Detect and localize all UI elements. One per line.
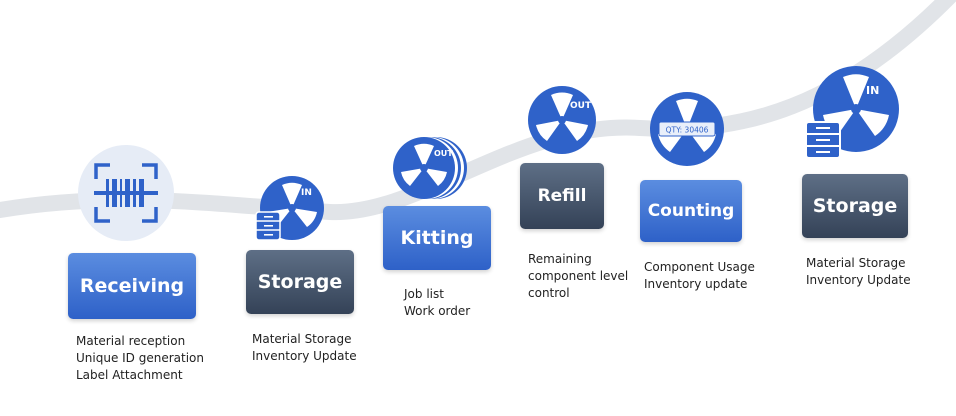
description-line: Material reception xyxy=(76,334,186,348)
step-label: Refill xyxy=(537,186,587,206)
description-line: Job list xyxy=(404,287,444,301)
description-line: Work order xyxy=(404,304,471,318)
description-line: Inventory Update xyxy=(806,273,911,287)
description-line: Unique ID generation xyxy=(76,351,204,365)
step-box-storage-2: Storage xyxy=(802,174,908,238)
step-description-receiving: Material reception Unique ID generation … xyxy=(76,333,204,384)
description-line: Remaining xyxy=(528,252,592,266)
description-line: Label Attachment xyxy=(76,368,183,382)
step-box-refill: Refill xyxy=(520,163,604,229)
step-box-receiving: Receiving xyxy=(68,253,196,319)
reel-badge-text: IN xyxy=(301,188,312,198)
qty-label-text: QTY: 30406 xyxy=(666,126,709,135)
step-label: Storage xyxy=(812,195,898,217)
step-description-storage-1: Material Storage Inventory Update xyxy=(252,331,357,365)
reel-badge-text: IN xyxy=(866,84,879,97)
step-description-storage-2: Material Storage Inventory Update xyxy=(806,255,911,289)
step-box-storage-1: Storage xyxy=(246,250,354,314)
description-line: control xyxy=(528,286,570,300)
step-label: Receiving xyxy=(79,275,185,297)
reel-in-icon: IN xyxy=(254,172,324,242)
description-line: component level xyxy=(528,269,629,283)
description-line: Material Storage xyxy=(806,256,906,270)
step-label: Storage xyxy=(257,271,343,293)
step-description-kitting: Job list Work order xyxy=(404,286,470,320)
step-description-refill: Remaining component level control xyxy=(528,251,628,302)
barcode-scanner-icon xyxy=(78,145,174,241)
step-description-counting: Component Usage Inventory update xyxy=(644,259,755,293)
reel-badge-text: OUT xyxy=(570,101,592,111)
step-box-kitting: Kitting xyxy=(383,206,491,270)
reel-in-icon: IN xyxy=(804,64,902,162)
reel-badge-text: OUT xyxy=(434,149,453,158)
description-line: Inventory Update xyxy=(252,349,357,363)
reel-stack-out-icon: OUT xyxy=(390,132,474,202)
description-line: Component Usage xyxy=(644,260,755,274)
reel-qty-icon: QTY: 30406 xyxy=(648,90,726,168)
step-label: Counting xyxy=(647,201,735,221)
step-label: Kitting xyxy=(400,227,474,249)
description-line: Material Storage xyxy=(252,332,352,346)
step-box-counting: Counting xyxy=(640,180,742,242)
reel-out-icon: OUT xyxy=(526,84,598,156)
description-line: Inventory update xyxy=(644,277,748,291)
